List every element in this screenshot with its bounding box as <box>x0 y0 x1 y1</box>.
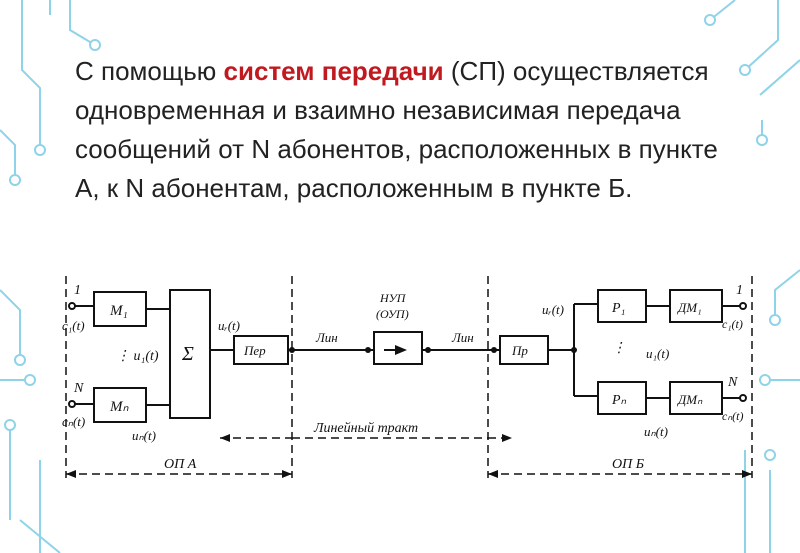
sigma-label: Σ <box>181 343 194 365</box>
PN-label: Pₙ <box>611 393 627 408</box>
summator-box <box>169 289 211 419</box>
nup-label: НУП <box>379 291 407 305</box>
highlight-term: систем передачи <box>223 56 444 86</box>
outN-number: N <box>727 375 738 390</box>
text-after: (СП) осуществляется одновременная и взаи… <box>75 56 718 203</box>
repeater-box <box>373 331 423 365</box>
out1-number: 1 <box>736 283 743 298</box>
vertical-dots-right: ⋮ <box>612 341 626 356</box>
out-cN-label: cₙ(t) <box>722 409 743 423</box>
lin-right-label: Лин <box>451 330 474 345</box>
chN-number: N <box>73 381 84 396</box>
u1-right-label: u₁(t) <box>646 346 669 361</box>
cN-label: cₙ(t) <box>62 414 85 429</box>
DM1-label: ДМ₁ <box>676 300 702 315</box>
oup-label: (ОУП) <box>376 307 409 321</box>
text-before: С помощью <box>75 56 224 86</box>
linear-tract-label: Линейный тракт <box>313 421 418 436</box>
P1-label: P₁ <box>611 301 625 316</box>
transmission-system-diagram: 1 N c₁(t) cₙ(t) M₁ Mₙ ⋮ u₁(t) Σ uₙ(t) uᵣ… <box>62 276 753 478</box>
per-label: Пер <box>243 343 266 358</box>
lin-left-label: Лин <box>315 330 338 345</box>
uN-right-label: uₙ(t) <box>644 424 668 439</box>
slide-paragraph: С помощью систем передачи (СП) осуществл… <box>75 52 745 208</box>
c1-label: c₁(t) <box>62 318 85 333</box>
ur-right-label: uᵣ(t) <box>542 302 564 317</box>
ur-left-label: uᵣ(t) <box>218 318 240 333</box>
opA-label: ОП А <box>164 457 197 472</box>
MN-label: Mₙ <box>109 399 129 415</box>
ch1-number: 1 <box>74 283 81 298</box>
u1-left-label: ⋮ u₁(t) <box>116 349 159 364</box>
out-c1-label: c₁(t) <box>722 317 743 331</box>
opB-label: ОП Б <box>612 457 644 472</box>
pr-label: Пр <box>511 343 528 358</box>
DMN-label: ДМₙ <box>676 392 703 407</box>
uN-left-label: uₙ(t) <box>132 428 156 443</box>
M1-label: M₁ <box>109 303 128 319</box>
